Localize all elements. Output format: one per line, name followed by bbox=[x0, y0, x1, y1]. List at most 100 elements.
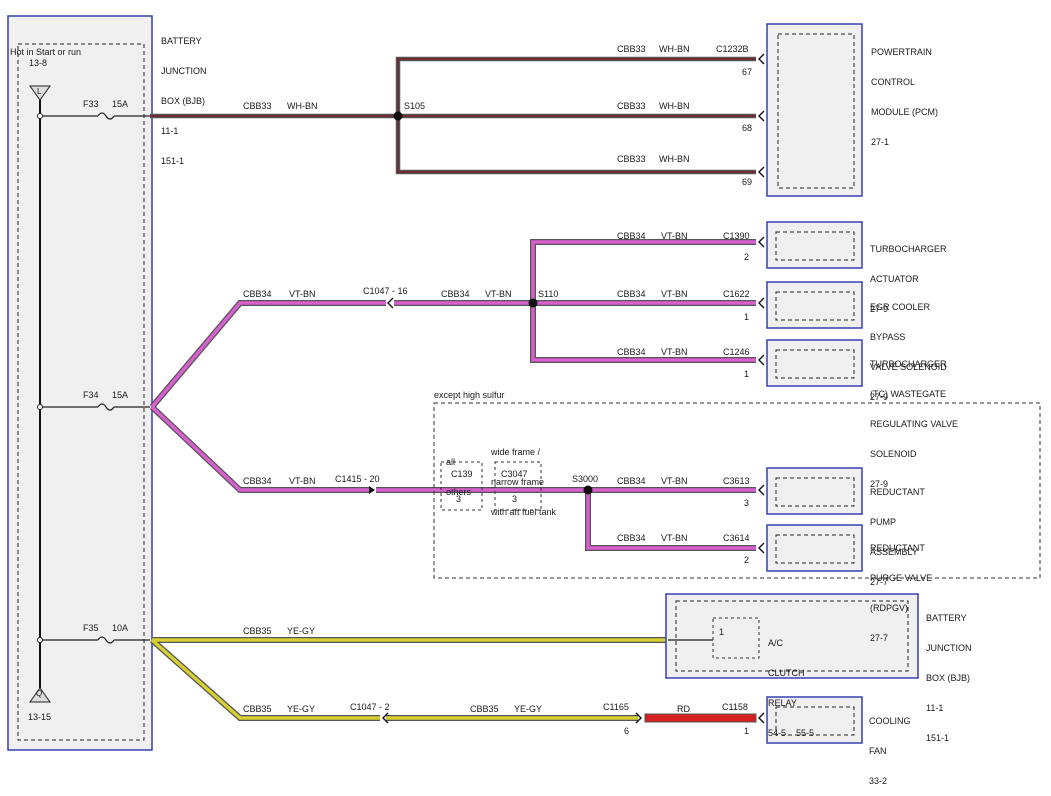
fuse-f35 bbox=[37, 636, 150, 644]
component-connector-arrows bbox=[758, 53, 765, 724]
bjb-right-line: JUNCTION bbox=[926, 643, 972, 653]
bjb-right-title: BATTERY JUNCTION BOX (BJB) 11-1 151-1 bbox=[926, 593, 972, 753]
pcm-line: MODULE (PCM) bbox=[871, 107, 938, 117]
splice-s105: S105 bbox=[404, 101, 426, 111]
fuse-f33 bbox=[37, 112, 150, 120]
circuit-cbb33-label: CBB33 bbox=[617, 101, 646, 111]
component-line: REDUCTANT bbox=[870, 487, 925, 497]
component-line: FAN bbox=[869, 746, 887, 756]
component-line: 27-9 bbox=[870, 304, 889, 314]
bjb-left-title: BATTERY JUNCTION BOX (BJB) 11-1 151-1 bbox=[161, 16, 207, 176]
c3047-header-line: narrow frame bbox=[491, 477, 545, 487]
component-line: BYPASS bbox=[870, 332, 906, 342]
component-line: TURBOCHARGER bbox=[870, 359, 947, 369]
circuit-cbb34-label: CBB34 bbox=[441, 289, 470, 299]
color-vtbn-label: VT-BN bbox=[661, 347, 688, 357]
component-cooling-fan: COOLING FAN 33-2 bbox=[869, 696, 911, 796]
wiring-diagram bbox=[7, 15, 1041, 751]
connector-c1047-2: C1047 - 2 bbox=[350, 702, 390, 712]
circuit-cbb34-label: CBB34 bbox=[617, 289, 646, 299]
ac-relay-line: CLUTCH bbox=[768, 668, 805, 678]
circuit-cbb34-label: CBB34 bbox=[243, 289, 272, 299]
pcm-pin-69: 69 bbox=[742, 177, 753, 187]
circuit-cbb33-label: CBB33 bbox=[617, 44, 646, 54]
bjb-right-line: BATTERY bbox=[926, 613, 967, 623]
splice-s105-dot bbox=[393, 111, 403, 121]
splice-s3000-dot bbox=[583, 485, 593, 495]
component-line: 27-9 bbox=[870, 479, 889, 489]
c139-header-line: all bbox=[446, 457, 456, 467]
bjb-left-line: 151-1 bbox=[161, 156, 185, 166]
fuse-f35-rating: 10A bbox=[112, 623, 129, 633]
connector-c1165: C1165 bbox=[603, 702, 629, 712]
component-reductant-purge: REDUCTANT PURGE VALVE (RDPGV) 27-7 bbox=[870, 523, 932, 653]
connector-c1415-20: C1415 - 20 bbox=[335, 474, 380, 484]
circuit-cbb35-label: CBB35 bbox=[470, 704, 499, 714]
hot-ref-bottom: 13-15 bbox=[28, 712, 52, 722]
component-line: 33-2 bbox=[869, 776, 888, 786]
circuit-cbb34-label: CBB34 bbox=[617, 476, 646, 486]
component-turbo-actuator: TURBOCHARGER ACTUATOR 27-9 bbox=[870, 224, 947, 324]
splice-s110: S110 bbox=[538, 289, 559, 299]
component-tc-wastegate: TURBOCHARGER (TC) WASTEGATE REGULATING V… bbox=[870, 339, 958, 499]
pin-c3613: 3 bbox=[744, 498, 750, 508]
hot-ref-top: 13-8 bbox=[29, 58, 48, 68]
hot-label: Hot in Start or run bbox=[10, 47, 82, 57]
bjb-left-box bbox=[7, 15, 153, 751]
c3047-pin: 3 bbox=[512, 494, 518, 504]
pin-c1622: 1 bbox=[744, 312, 750, 322]
c3047-header-line: wide frame / bbox=[491, 447, 541, 457]
component-line: VALVE SOLENOID bbox=[870, 362, 947, 372]
fuse-f34-name: F34 bbox=[83, 390, 99, 400]
bjb-right-line: 151-1 bbox=[926, 733, 950, 743]
color-yegy-label: YE-GY bbox=[287, 704, 316, 714]
component-line: (RDPGV) bbox=[870, 603, 908, 613]
wire-rd bbox=[644, 713, 757, 723]
ac-relay-pin: 1 bbox=[719, 627, 725, 637]
color-vtbn-label: VT-BN bbox=[289, 476, 316, 486]
fuse-f33-name: F33 bbox=[83, 99, 99, 109]
pin-c1390: 2 bbox=[744, 252, 750, 262]
c3047-header-line: with aft fuel tank bbox=[491, 507, 557, 517]
component-line: PURGE VALVE bbox=[870, 573, 933, 583]
component-line: COOLING bbox=[869, 716, 911, 726]
bjb-left-line: BATTERY bbox=[161, 36, 202, 46]
component-line: 27-7 bbox=[870, 577, 889, 587]
c139-name: C139 bbox=[451, 469, 473, 479]
except-high-sulfur-label: except high sulfur bbox=[434, 390, 505, 400]
wire-cbb34 bbox=[149, 239, 756, 551]
c1047-16-arrow bbox=[387, 297, 394, 309]
connector-c1622: C1622 bbox=[723, 289, 750, 299]
bjb-right-box bbox=[665, 593, 919, 679]
component-line: 27-7 bbox=[870, 633, 889, 643]
wire-cbb33 bbox=[150, 56, 756, 175]
splice-s110-dot bbox=[528, 298, 538, 308]
fuse-f34-rating: 15A bbox=[112, 390, 129, 400]
connector-c3613: C3613 bbox=[723, 476, 750, 486]
bjb-left-line: JUNCTION bbox=[161, 66, 207, 76]
circuit-cbb34-label: CBB34 bbox=[243, 476, 272, 486]
pin-c1165: 6 bbox=[624, 726, 630, 736]
pcm-pin-68: 68 bbox=[742, 123, 753, 133]
color-vtbn-label: VT-BN bbox=[661, 476, 688, 486]
color-vtbn-label: VT-BN bbox=[661, 289, 688, 299]
power-bus bbox=[29, 85, 51, 703]
circuit-cbb35-label: CBB35 bbox=[243, 704, 272, 714]
bjb-right-line: BOX (BJB) bbox=[926, 673, 971, 683]
fuse-f34 bbox=[37, 403, 150, 411]
c139-pin: 3 bbox=[456, 494, 462, 504]
circuit-cbb34-label: CBB34 bbox=[617, 231, 646, 241]
circuit-cbb34-label: CBB34 bbox=[617, 533, 646, 543]
pcm-line: 27-1 bbox=[871, 137, 890, 147]
component-line: ASSEMBLY bbox=[870, 547, 918, 557]
terminal-l: L bbox=[37, 87, 42, 96]
color-vtbn-label: VT-BN bbox=[661, 533, 688, 543]
pcm-title: POWERTRAIN CONTROL MODULE (PCM) 27-1 bbox=[871, 27, 938, 157]
component-line: ACTUATOR bbox=[870, 274, 919, 284]
c139-header: all others bbox=[446, 437, 471, 507]
color-whbn-label: WH-BN bbox=[287, 101, 318, 111]
component-egr-cooler: EGR COOLER BYPASS VALVE SOLENOID 27-9 bbox=[870, 282, 947, 412]
component-line: REGULATING VALVE bbox=[870, 419, 959, 429]
terminal-q: Q bbox=[36, 689, 43, 698]
component-reductant-pump: REDUCTANT PUMP ASSEMBLY 27-7 bbox=[870, 467, 925, 597]
